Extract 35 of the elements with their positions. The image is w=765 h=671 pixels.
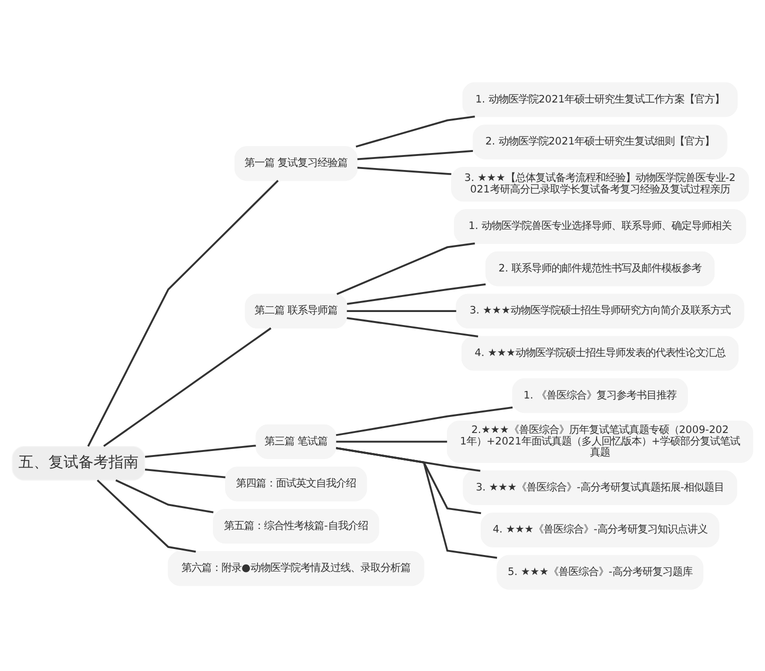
- node-box: 第三篇 笔试篇: [256, 424, 336, 459]
- node-box: 3. ★★★《兽医综合》-高分考研复试真题拓展-相似题目: [462, 470, 738, 505]
- node-box: 2.★★★《兽医综合》历年复试笔试真题专硕（2009-2021年）+2021年面试真题（多人回忆版本）+学硕部分复试笔试真题: [446, 420, 754, 462]
- node-box: 3. ★★★【总体复试备考流程和经验】动物医学院兽医专业-2021考研高分已录取学长复试备考复习经验及复试过程亲历: [451, 166, 749, 202]
- connector: [96, 479, 196, 552]
- node-box: 4. ★★★动物医学院硕士招生导师发表的代表性论文汇总: [461, 336, 739, 370]
- connector: [336, 242, 475, 295]
- connector: [336, 406, 513, 436]
- node-box: 第五篇：综合性考核篇-自我介绍: [212, 508, 380, 544]
- node-box: 1. 动物医学院2021年硕士研究生复试工作方案【官方】: [462, 82, 738, 117]
- connector: [356, 115, 475, 148]
- node-box: 1. 动物医学院兽医专业选择导师、联系导师、确定导师相关: [454, 208, 746, 244]
- node-box: 第四篇：面试英文自我介绍: [225, 466, 367, 501]
- node-box: 1. 《兽医综合》复习参考书目推荐: [512, 378, 688, 413]
- connector: [346, 316, 478, 337]
- connector: [144, 468, 226, 478]
- node-box: 3. ★★★动物医学院硕士招生导师研究方向简介及联系方式: [456, 293, 744, 328]
- node-box: 4. ★★★《兽医综合》-高分考研复习知识点讲义: [480, 512, 720, 547]
- connector: [346, 282, 486, 304]
- connector: [87, 179, 279, 446]
- connector: [115, 478, 214, 513]
- connector: [144, 444, 256, 458]
- connector: [336, 440, 448, 442]
- connector: [357, 166, 452, 175]
- connector: [103, 326, 272, 446]
- node-box: 第二篇 联系导师篇: [244, 293, 348, 328]
- node-box: 2. 联系导师的邮件规范性书写及邮件模板参考: [485, 250, 715, 286]
- node-box: 5. ★★★《兽医综合》-高分考研复习题库: [496, 554, 704, 590]
- node-box: 第六篇：附录●动物医学院考情及过线、录取分析篇: [168, 550, 424, 586]
- node-box: 2. 动物医学院2021年硕士研究生复试细则【官方】: [472, 124, 728, 159]
- connector: [336, 446, 498, 558]
- connector: [357, 150, 473, 160]
- node-box: 第一篇 复试复习经验篇: [234, 146, 358, 180]
- connector: [346, 310, 456, 312]
- node-box: 五、复试备考指南: [12, 445, 146, 480]
